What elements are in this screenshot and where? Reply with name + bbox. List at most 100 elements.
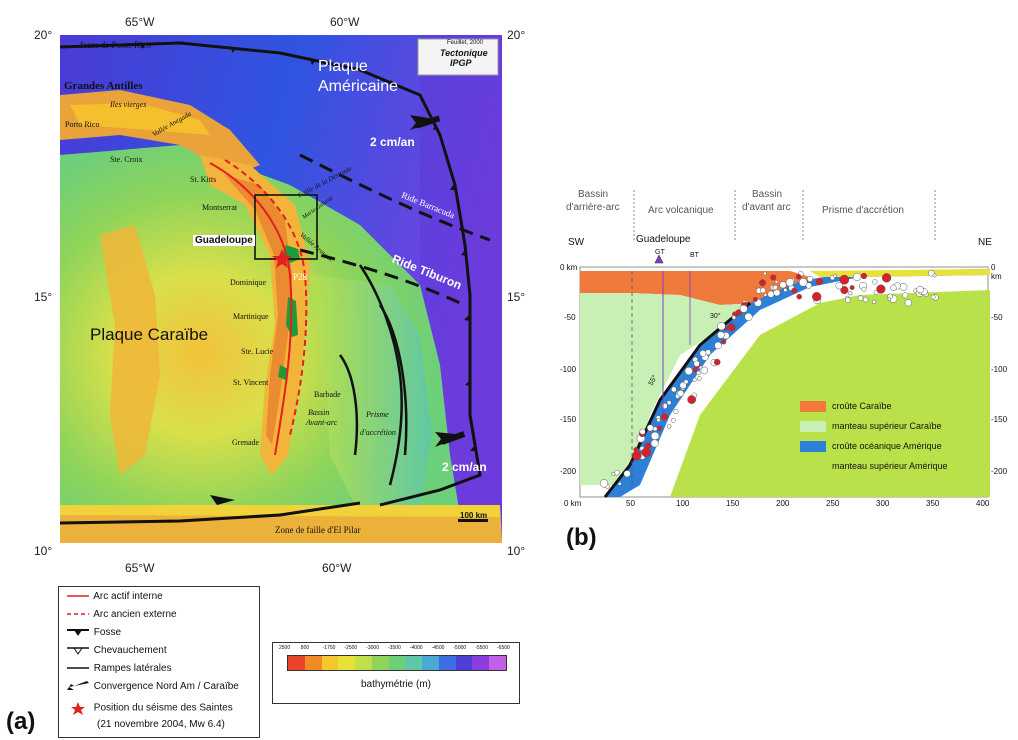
depth-right-200: -200: [991, 467, 1008, 476]
bathymetry-tick-label: -3000: [366, 645, 379, 651]
earthquake-point: [899, 282, 908, 291]
bathymetry-tick-label: -6500: [497, 645, 510, 651]
convergence-arrow-icon: [67, 681, 89, 691]
earthquake-point: [731, 315, 737, 320]
bathymetry-swatch: [455, 656, 473, 670]
label-ne: NE: [978, 237, 992, 248]
bathymetry-swatch: [422, 656, 439, 670]
legend-label-fosse: Fosse: [93, 627, 122, 638]
earthquake-point: [862, 296, 869, 303]
section-legend: [800, 401, 826, 472]
chevauchement-icon: [67, 647, 89, 656]
panel-tag-a: (a): [6, 708, 36, 735]
earthquake-point: [599, 479, 609, 488]
bathymetry-tick-label: 800: [300, 645, 310, 651]
zone-bassin-arriere-1: Bassin: [578, 189, 609, 200]
earthquake-point: [763, 271, 767, 276]
legend-label-seisme-date: (21 novembre 2004, Mw 6.4): [97, 719, 225, 730]
legend-label-convergence: Convergence Nord Am / Caraïbe: [93, 681, 239, 692]
bathymetry-swatch: [338, 656, 356, 670]
star-icon: [71, 702, 85, 715]
earthquake-point-large: [721, 339, 727, 345]
bathymetry-tick-label: -5500: [475, 645, 488, 651]
earthquake-point-large: [860, 272, 868, 280]
earthquake-point-large: [641, 447, 652, 458]
earthquake-point: [679, 381, 687, 389]
earthquake-point: [852, 272, 862, 282]
credit-inst: IPGP: [450, 58, 472, 68]
earthquake-point: [714, 341, 722, 350]
bathymetry-swatch: [321, 656, 339, 670]
earthquake-point: [699, 350, 707, 357]
earthquake-point-large: [876, 284, 886, 294]
legend-text-manteau-caraibe: manteau supérieur Caraïbe: [832, 421, 942, 431]
earthquake-point: [806, 275, 814, 282]
rampes-icon: [67, 667, 89, 670]
earthquake-point-large: [791, 287, 798, 294]
lat-label-15-right: 15°: [507, 290, 526, 304]
bathymetry-tick-label: -1750: [322, 645, 336, 651]
depth-left-150: -150: [560, 415, 577, 424]
legend-swatch-croute-caraibe: [800, 401, 826, 412]
earthquake-point-large: [795, 273, 802, 280]
label-el-pilar: Zone de faille d'El Pilar: [275, 525, 361, 535]
earthquake-point: [696, 376, 702, 381]
panel-tag-b: (b): [566, 524, 597, 551]
label-fosse-porto-rico: fosse de Porto-Rico: [80, 40, 151, 50]
legend-swatch-croute-amerique: [800, 441, 826, 452]
label-p28: P28: [293, 272, 308, 282]
earthquake-point: [779, 281, 787, 289]
bathymetry-swatch: [489, 656, 506, 670]
zone-arc-volcanique: Arc volcanique: [648, 205, 714, 216]
earthquake-point-large: [661, 413, 669, 421]
zone-prisme: Prisme d'accrétion: [822, 205, 904, 216]
zone-bassin-avant-2: d'avant arc: [742, 202, 791, 213]
lat-label-20-right: 20°: [507, 28, 526, 42]
earthquake-point: [646, 424, 654, 432]
label-accretion: d'accrétion: [360, 428, 396, 437]
earthquake-point-large: [815, 277, 824, 286]
legend-label-arc-actif: Arc actif interne: [93, 591, 163, 602]
earthquake-point: [857, 295, 864, 301]
earthquake-point: [772, 284, 778, 290]
earthquake-point: [902, 292, 909, 299]
label-porto-rico: Porto Rico: [65, 120, 100, 129]
lon-label-65w-bottom: 65°W: [125, 561, 155, 575]
bathymetry-swatch: [405, 656, 423, 670]
earthquake-point-large: [849, 285, 855, 291]
earthquake-point-large: [692, 367, 698, 373]
earthquake-point-large: [812, 292, 822, 302]
earthquake-point: [670, 417, 676, 423]
label-st-kitts: St. Kitts: [190, 175, 217, 184]
earthquake-point: [666, 400, 672, 406]
map-legend: Arc actif interne Arc ancien externe Fos…: [58, 586, 260, 738]
depth-right-50: -50: [991, 313, 1003, 322]
label-plaque-caraibe: Plaque Caraïbe: [90, 325, 209, 344]
earthquake-point: [872, 279, 878, 285]
legend-swatch-manteau-amerique: [800, 461, 826, 472]
label-avant-arc: Avant-arc: [306, 418, 338, 427]
bathymetry-map: [60, 35, 502, 543]
bathymetry-swatch: [355, 656, 372, 670]
label-plaque-americaine-1: Plaque: [318, 58, 368, 75]
legend-row-arc-actif: Arc actif interne: [65, 591, 163, 602]
earthquake-point-large: [713, 358, 721, 366]
earthquake-point: [767, 290, 775, 298]
dist-300: 300: [876, 499, 890, 508]
trench-teeth: [140, 43, 476, 451]
depth-left-100: -100: [560, 365, 577, 374]
label-plaque-americaine-2: Américaine: [318, 78, 399, 95]
earthquake-point: [930, 294, 936, 300]
depth-left-0: 0 km: [560, 263, 578, 272]
legend-label-arc-ancien: Arc ancien externe: [93, 609, 177, 620]
label-section-guadeloupe: Guadeloupe: [636, 234, 691, 245]
earthquake-point: [617, 481, 622, 486]
earthquake-point: [652, 426, 658, 432]
bathymetry-swatch: [371, 656, 389, 670]
volcano-icon: [654, 254, 664, 264]
earthquake-point: [683, 379, 689, 385]
depth-left-200: -200: [560, 467, 577, 476]
earthquake-point: [739, 304, 748, 313]
label-rate-north: 2 cm/an: [370, 135, 415, 149]
legend-label-seisme: Position du séisme des Saintes: [93, 702, 233, 714]
